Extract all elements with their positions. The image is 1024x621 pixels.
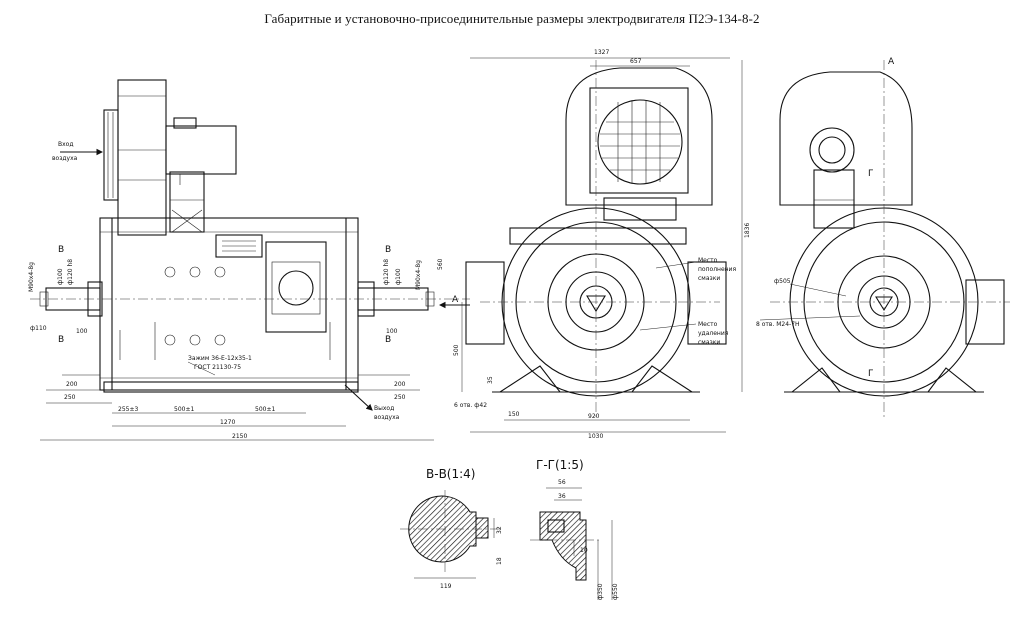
dim-d120: ф120 h8 xyxy=(67,259,74,285)
dim-100-left: 100 xyxy=(76,328,88,335)
dim-18: 18 xyxy=(496,557,503,565)
dim-32: 32 xyxy=(496,526,503,534)
foot-left xyxy=(498,365,562,393)
section-mark-b-right-top: В xyxy=(385,245,391,255)
section-bb-label: В-В(1:4) xyxy=(426,467,475,481)
frame-feet xyxy=(103,381,359,393)
air-outlet-label-2: воздуха xyxy=(374,414,400,421)
shaft-left xyxy=(45,287,101,311)
lube-fill-label: Место xyxy=(698,257,718,264)
dim-d350: ф350 xyxy=(597,583,604,600)
dim-560: 560 xyxy=(437,258,444,270)
flange-section xyxy=(539,511,587,581)
shaft-thread-right: М90х4-8g xyxy=(415,260,422,290)
inspection-hatch xyxy=(265,241,327,333)
dim-250-left: 250 xyxy=(64,394,76,401)
bolt-note: Зажим 36-Е-12х35-1 xyxy=(188,355,252,362)
bolt-note-2: ГОСТ 21130-75 xyxy=(194,364,241,371)
dim-100-right: 100 xyxy=(386,328,398,335)
dim-1270: 1270 xyxy=(220,419,235,426)
dim-1836: 1836 xyxy=(744,223,751,238)
holes-m24: 8 отв. М24-7Н xyxy=(756,321,800,328)
dim-657: 657 xyxy=(630,58,642,65)
section-gg: Г-Г(1:5) 56 36 10 ф350 ф550 xyxy=(530,458,619,600)
air-outlet-label: Выход xyxy=(374,405,394,412)
lube-drain-label-2: удаления xyxy=(698,330,729,337)
dim-d505: ф505 xyxy=(774,278,791,285)
fan-bracket xyxy=(169,171,205,233)
end-view: 1327 657 1836 500 35 920 1030 150 6 отв.… xyxy=(453,49,751,440)
dim-200-right: 200 xyxy=(394,381,406,388)
nameplate xyxy=(215,234,263,258)
dim-200-left: 200 xyxy=(66,381,78,388)
lube-drain-label: Место xyxy=(698,321,718,328)
holes-note: 6 отв. ф42 xyxy=(454,402,487,409)
blower-grille xyxy=(597,99,683,185)
dim-119: 119 xyxy=(440,583,452,590)
dim-d110: ф110 xyxy=(30,325,47,332)
foot-right xyxy=(630,365,694,393)
view-a: А Г Г ф505 8 отв. М24-7Н xyxy=(756,57,1010,420)
side-view: Вход воздуха Выход воздуха Зажим 36-Е-12… xyxy=(28,79,470,441)
dim-36: 36 xyxy=(558,493,566,500)
section-mark-g-top: Г xyxy=(868,169,874,179)
dim-500-a: 500±1 xyxy=(174,406,194,413)
dim-920: 920 xyxy=(588,413,600,420)
section-mark-b-right-bottom: В xyxy=(385,335,391,345)
blower-housing xyxy=(565,67,713,206)
lube-fill-label-2: пополнения xyxy=(698,266,736,273)
air-inlet-label-2: воздуха xyxy=(52,155,78,162)
fan-duct xyxy=(117,79,167,236)
air-inlet-flange xyxy=(103,109,119,201)
dim-35: 35 xyxy=(487,376,494,384)
lube-drain-label-3: смазки xyxy=(698,339,720,346)
section-mark-b-top: В xyxy=(58,245,64,255)
section-bb: В-В(1:4) 32 18 119 xyxy=(400,467,503,590)
dim-250-right: 250 xyxy=(394,394,406,401)
dim-255: 255±3 xyxy=(118,406,138,413)
dim-10: 10 xyxy=(580,547,588,554)
drawing-title: Габаритные и установочно-присоединительн… xyxy=(264,11,760,26)
view-a-label: А xyxy=(888,57,895,67)
dim-56: 56 xyxy=(558,479,566,486)
dim-2150: 2150 xyxy=(232,433,247,440)
dim-1030: 1030 xyxy=(588,433,603,440)
inspection-port xyxy=(278,270,314,306)
dim-d100-right: ф100 xyxy=(395,268,402,285)
dim-1327: 1327 xyxy=(594,49,609,56)
lube-fill-label-3: смазки xyxy=(698,275,720,282)
dim-d550: ф550 xyxy=(612,583,619,600)
dim-500-b: 500±1 xyxy=(255,406,275,413)
blower-housing-a xyxy=(779,71,913,206)
frame-bolts xyxy=(164,266,226,346)
air-inlet-label: Вход xyxy=(58,141,74,148)
section-mark-g-bottom: Г xyxy=(868,369,874,379)
view-mark-a: А xyxy=(452,295,459,305)
shaft-thread-left: М90х4-8g xyxy=(28,262,35,292)
dim-500: 500 xyxy=(453,344,460,356)
dim-150: 150 xyxy=(508,411,520,418)
blower-grille-frame xyxy=(589,87,689,194)
dim-d120-right: ф120 h8 xyxy=(383,259,390,285)
section-mark-b-bottom: В xyxy=(58,335,64,345)
dim-d100: ф100 xyxy=(57,268,64,285)
section-gg-label: Г-Г(1:5) xyxy=(536,458,584,472)
fan-motor xyxy=(165,125,237,175)
